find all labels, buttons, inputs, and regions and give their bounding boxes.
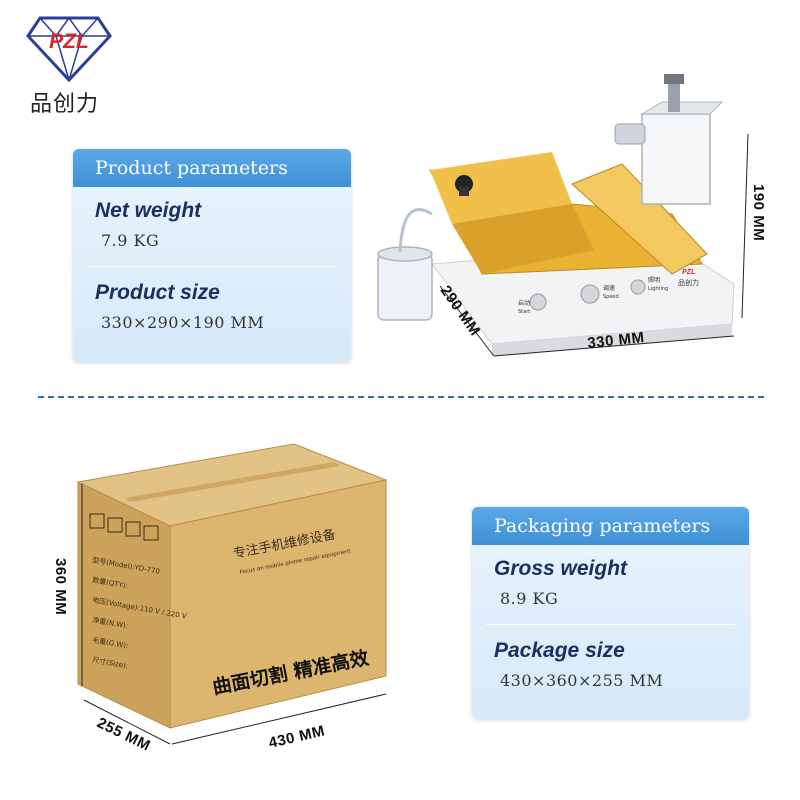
start-label: 启动 [518, 299, 530, 307]
machine-width-label: 330 MM [587, 329, 646, 352]
machine-height-label: 190 MM [750, 184, 764, 241]
gross-weight-value: 8.9 KG [500, 589, 559, 608]
card-divider [87, 266, 337, 267]
fragile-icon [89, 513, 105, 529]
logo-text: PZL [49, 30, 89, 53]
card-header: Product parameters [73, 149, 351, 187]
packaging-parameters-card: Packaging parameters Gross weight 8.9 KG… [472, 507, 749, 719]
package-box-illustration: 型号(Model):YD-770 数量(QTY): 电压(Voltage):11… [52, 443, 388, 755]
speed-label-en: Speed [603, 294, 619, 300]
card-divider [486, 624, 735, 625]
product-size-label: Product size [95, 281, 220, 304]
package-size-value: 430×360×255 MM [500, 671, 664, 690]
speed-label: 调速 [603, 284, 615, 292]
light-label: 照明 [648, 277, 660, 284]
product-parameters-card: Product parameters Net weight 7.9 KG Pro… [73, 149, 351, 362]
this-way-up-icon [107, 517, 123, 533]
section-divider [38, 396, 764, 398]
diamond-logo-icon: PZL [26, 16, 112, 83]
box-width-label: 430 MM [267, 722, 327, 751]
start-label-en: Start [518, 309, 530, 315]
brand-name: 品创力 [30, 92, 100, 117]
stack-limit-icon [143, 525, 159, 541]
light-label-en: Lighting [648, 286, 668, 292]
keep-dry-icon [125, 521, 141, 537]
net-weight-label: Net weight [95, 199, 202, 222]
package-size-label: Package size [494, 639, 625, 662]
product-size-value: 330×290×190 MM [101, 313, 265, 332]
net-weight-value: 7.9 KG [101, 231, 160, 250]
box-height-label: 360 MM [52, 558, 69, 615]
panel-logo: PZL [682, 269, 695, 276]
machine-illustration: 启动 Start 调速 Speed 照明 Lighting PZL 品创力 33… [377, 74, 764, 357]
brand-logo: PZL 品创力 [24, 14, 124, 117]
gross-weight-label: Gross weight [494, 557, 628, 580]
panel-brand: 品创力 [678, 278, 699, 287]
card-header: Packaging parameters [472, 507, 749, 545]
